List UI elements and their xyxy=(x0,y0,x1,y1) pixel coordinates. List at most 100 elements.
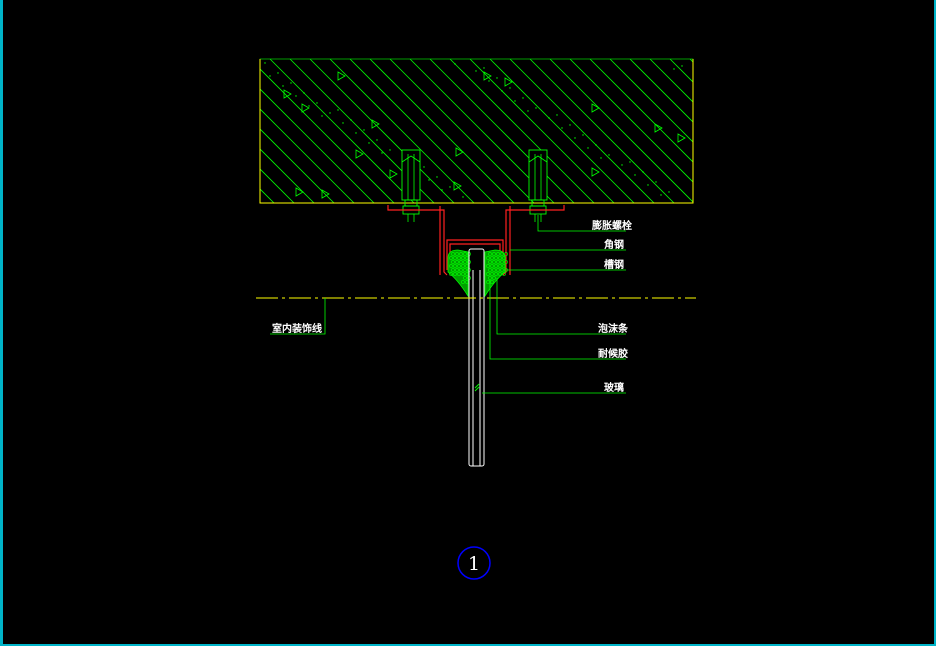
aggregate-dot xyxy=(290,82,292,84)
angle-steel-right xyxy=(502,205,565,276)
aggregate-dot xyxy=(587,147,589,149)
aggregate-dot xyxy=(303,92,305,94)
hatch-line xyxy=(369,59,515,203)
foam-cell xyxy=(461,280,465,284)
foam-cell xyxy=(492,260,496,264)
aggregate-dot xyxy=(501,90,503,92)
aggregate-dot xyxy=(582,134,584,136)
aggregate-dot xyxy=(673,68,675,70)
foam-cell xyxy=(453,256,457,260)
hatch-line xyxy=(689,59,693,63)
aggregate-dot xyxy=(368,142,370,144)
foam-cell xyxy=(500,268,504,272)
foam-cell xyxy=(488,252,492,256)
foam-cell xyxy=(455,268,459,272)
circled-number-icon[interactable]: 1 xyxy=(457,546,491,580)
aggregate-dot xyxy=(381,152,383,154)
aggregate-dot xyxy=(535,107,537,109)
aggregate-dot xyxy=(629,161,631,163)
aggregate-dot xyxy=(321,115,323,117)
label-glass: 玻璃 xyxy=(604,381,624,394)
aggregate-dot xyxy=(514,100,516,102)
aggregate-mark xyxy=(337,71,346,81)
foam-cell xyxy=(500,260,504,264)
anchor-bolt-icon xyxy=(528,149,548,222)
detail-bubble xyxy=(457,546,491,580)
leaders xyxy=(270,215,626,394)
foam-cell xyxy=(488,268,492,272)
viewport-frame-right xyxy=(934,0,936,646)
foam-cell xyxy=(492,268,496,272)
foam-cell xyxy=(451,260,455,264)
hatch-line xyxy=(389,59,535,203)
aggregate-dot xyxy=(548,117,550,119)
aggregate-dot xyxy=(462,196,464,198)
aggregate-dot xyxy=(337,109,339,111)
foam-cell xyxy=(496,260,500,264)
foam-cell xyxy=(461,256,465,260)
foam-cell xyxy=(498,272,502,276)
foam-cell xyxy=(486,272,490,276)
glass-hatch-mark xyxy=(474,383,480,389)
aggregate-dot xyxy=(316,102,318,104)
foam-cell xyxy=(504,252,508,256)
aggregate-dot xyxy=(574,137,576,139)
label-interior-line: 室内装饰线 xyxy=(272,322,322,335)
viewport-frame-left xyxy=(0,0,3,646)
hatch-line xyxy=(260,128,335,203)
aggregate-mark xyxy=(355,149,364,159)
foam-cell xyxy=(449,272,453,276)
aggregate-dot xyxy=(595,144,597,146)
aggregate-mark xyxy=(483,71,492,81)
aggregate-mark xyxy=(654,123,663,133)
aggregate-mark xyxy=(591,103,600,113)
hatch-line xyxy=(260,188,275,203)
label-foam-strip: 泡沫条 xyxy=(598,322,629,335)
bolt-wedge xyxy=(401,155,421,163)
foam-cell xyxy=(461,264,465,268)
foam-cell xyxy=(504,260,508,264)
hatch-line xyxy=(260,88,375,203)
aggregate-dot xyxy=(561,127,563,129)
foam-cell xyxy=(449,264,453,268)
aggregate-dot xyxy=(449,186,451,188)
aggregate-dot xyxy=(441,189,443,191)
aggregate-dot xyxy=(389,149,391,151)
aggregate-dot xyxy=(488,80,490,82)
aggregate-dot xyxy=(329,112,331,114)
foam-cell xyxy=(459,252,463,256)
aggregate-dot xyxy=(681,65,683,67)
aggregate-dot xyxy=(308,105,310,107)
aggregate-dot xyxy=(569,124,571,126)
leader-sealant xyxy=(489,280,626,360)
foam-cell xyxy=(451,268,455,272)
label-angle-steel: 角钢 xyxy=(604,238,624,251)
foam-cell xyxy=(494,264,498,268)
hatch-line xyxy=(260,168,295,203)
bolt-wedge xyxy=(528,155,548,163)
aggregate-dot xyxy=(600,157,602,159)
aggregate-mark xyxy=(295,187,304,197)
aggregate-dot xyxy=(647,184,649,186)
aggregate-dot xyxy=(376,139,378,141)
aggregate-dot xyxy=(475,70,477,72)
hatch-line xyxy=(260,68,395,203)
aggregate-dot xyxy=(363,129,365,131)
hatch-line xyxy=(329,59,475,203)
aggregate-dot xyxy=(655,181,657,183)
foam-cell xyxy=(488,276,492,280)
concrete-slab xyxy=(259,58,694,204)
foam-cell xyxy=(453,264,457,268)
foam-cell xyxy=(457,272,461,276)
foam-cell xyxy=(496,268,500,272)
aggregate-dot xyxy=(668,191,670,193)
foam-cell xyxy=(486,264,490,268)
leader-foam-strip xyxy=(496,278,626,335)
aggregate-mark xyxy=(455,147,464,157)
aggregate-dot xyxy=(660,194,662,196)
annotations: 膨胀螺栓 角钢 槽钢 泡沫条 耐候胶 玻璃 室内装饰线 xyxy=(272,219,632,394)
foam-cell xyxy=(453,272,457,276)
slab-inner-edge xyxy=(259,58,694,204)
